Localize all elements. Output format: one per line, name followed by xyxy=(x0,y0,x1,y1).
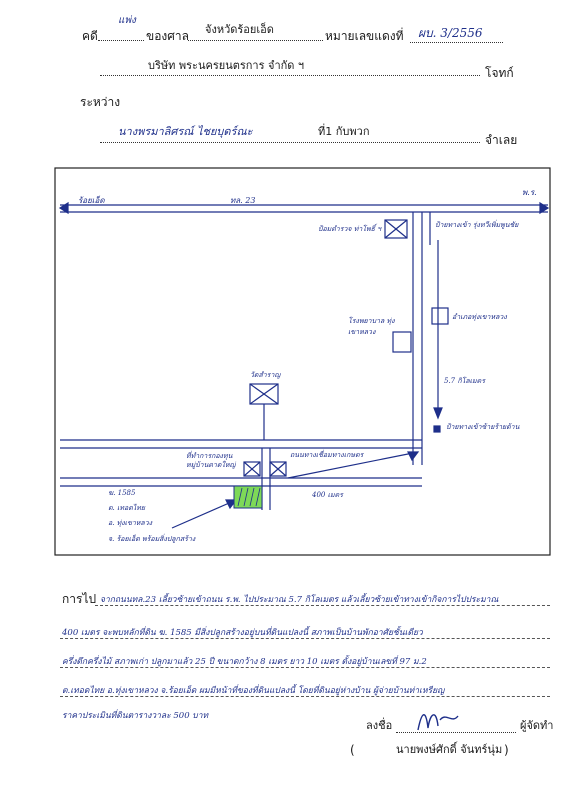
map-junction-sign: ป้ายทางเข้า รุ่งทวีเพิ่มพูนชัย xyxy=(435,221,519,229)
defendant-extra: ที่1 กับพวก xyxy=(318,125,370,138)
case-dots xyxy=(98,40,144,41)
map-village-hall: ที่ทำการกองทุน หมู่บ้านตาดใหญ่ xyxy=(186,452,236,470)
travel-line-3: ครึ่งตึกครึ่งไม้ สภาพเก่า ปลูกมาแล้ว 25 … xyxy=(62,657,427,667)
travel-rule-2 xyxy=(60,638,550,639)
sign-label: ลงชื่อ xyxy=(366,719,393,732)
map-district-office: อำเภอทุ่งเขาหลวง xyxy=(452,313,507,321)
map-temple: วัดสำราญ xyxy=(250,371,281,379)
plaintiff-name: บริษัท พระนครยนตรการ จำกัด ฯ xyxy=(148,59,305,72)
map-distance-400: 400 เมตร xyxy=(312,491,343,499)
travel-line-2: 400 เมตร จะพบหลักที่ดิน ฆ. 1585 มีสิ่งปล… xyxy=(62,628,423,638)
defendant-dots xyxy=(100,142,480,143)
signer-name: นายพงษ์ศักดิ์ จันทร์นุ่ม xyxy=(396,743,503,756)
police-box-mark xyxy=(384,219,408,239)
number-label: หมายเลขแดงที่ xyxy=(325,29,404,43)
case-label: คดี xyxy=(82,29,98,43)
travel-rule-3 xyxy=(60,667,550,668)
travel-line-1: จากถนนทล.23 เลี้ยวซ้ายเข้าถนน ร.พ. ไปประ… xyxy=(100,595,499,605)
defendant-name: นางพรมาลิศรณ์ ไชยบุดร์ณะ xyxy=(118,125,253,138)
sign-paren-close: ) xyxy=(504,743,509,757)
number-dots xyxy=(410,42,503,43)
court-label: ของศาล xyxy=(146,29,189,43)
plot-info-3: อ. ทุ่งเขาหลวง xyxy=(108,519,153,527)
signature-mark xyxy=(417,714,459,731)
map-road-label: ทล. 23 xyxy=(230,196,256,205)
map-frame xyxy=(54,167,551,556)
map-to-phon: พ.ร. xyxy=(522,188,537,197)
district-office-mark xyxy=(431,307,449,325)
map-hospital: โรงพยาบาล ทุ่งเขาหลวง xyxy=(348,317,395,336)
travel-label: การไป xyxy=(62,592,97,606)
plaintiff-role: โจทก์ xyxy=(485,66,514,80)
court-dots xyxy=(188,40,323,41)
travel-rule-1 xyxy=(95,605,550,606)
sign-paren-open: ( xyxy=(350,743,355,757)
travel-rule-4 xyxy=(60,696,550,697)
travel-line-4: ต.เทอดไทย อ.ทุ่งเขาหลวง จ.ร้อยเอ็ด ผมมีห… xyxy=(62,686,445,696)
travel-line-5: ราคาประเมินที่ดินตารางวาละ 500 บาท xyxy=(62,711,209,721)
court-name: จังหวัดร้อยเอ็ด xyxy=(205,23,274,36)
sign-role: ผู้จัดทำ xyxy=(520,719,554,732)
plaintiff-dots xyxy=(100,75,480,76)
civil-label: แพ่ง xyxy=(118,15,136,26)
map-junction-left: ป้ายทางเข้าซ้ายร้ายด้าน xyxy=(446,423,520,431)
map-to-roiet: ร้อยเอ็ด xyxy=(78,196,105,205)
plot-info-1: ฆ. 1585 xyxy=(108,489,136,497)
map-distance-57: 5.7 กิโลเมตร xyxy=(444,377,485,385)
sign-dots xyxy=(396,732,516,733)
hospital-mark xyxy=(392,331,412,353)
number-value: ผบ. 3/2556 xyxy=(418,26,483,40)
map-road-name: ถนนทางเชื่อมทางเกษตร xyxy=(290,451,364,459)
between-label: ระหว่าง xyxy=(80,95,121,109)
defendant-role: จำเลย xyxy=(485,133,518,147)
plot-info-4: จ. ร้อยเอ็ด พร้อมสิ่งปลูกสร้าง xyxy=(108,535,196,543)
plot-info-2: ต. เทอดไทย xyxy=(108,504,145,512)
map-police-box: ป้อมตำรวจ ท่าโพธิ์ ฯ xyxy=(318,225,382,233)
